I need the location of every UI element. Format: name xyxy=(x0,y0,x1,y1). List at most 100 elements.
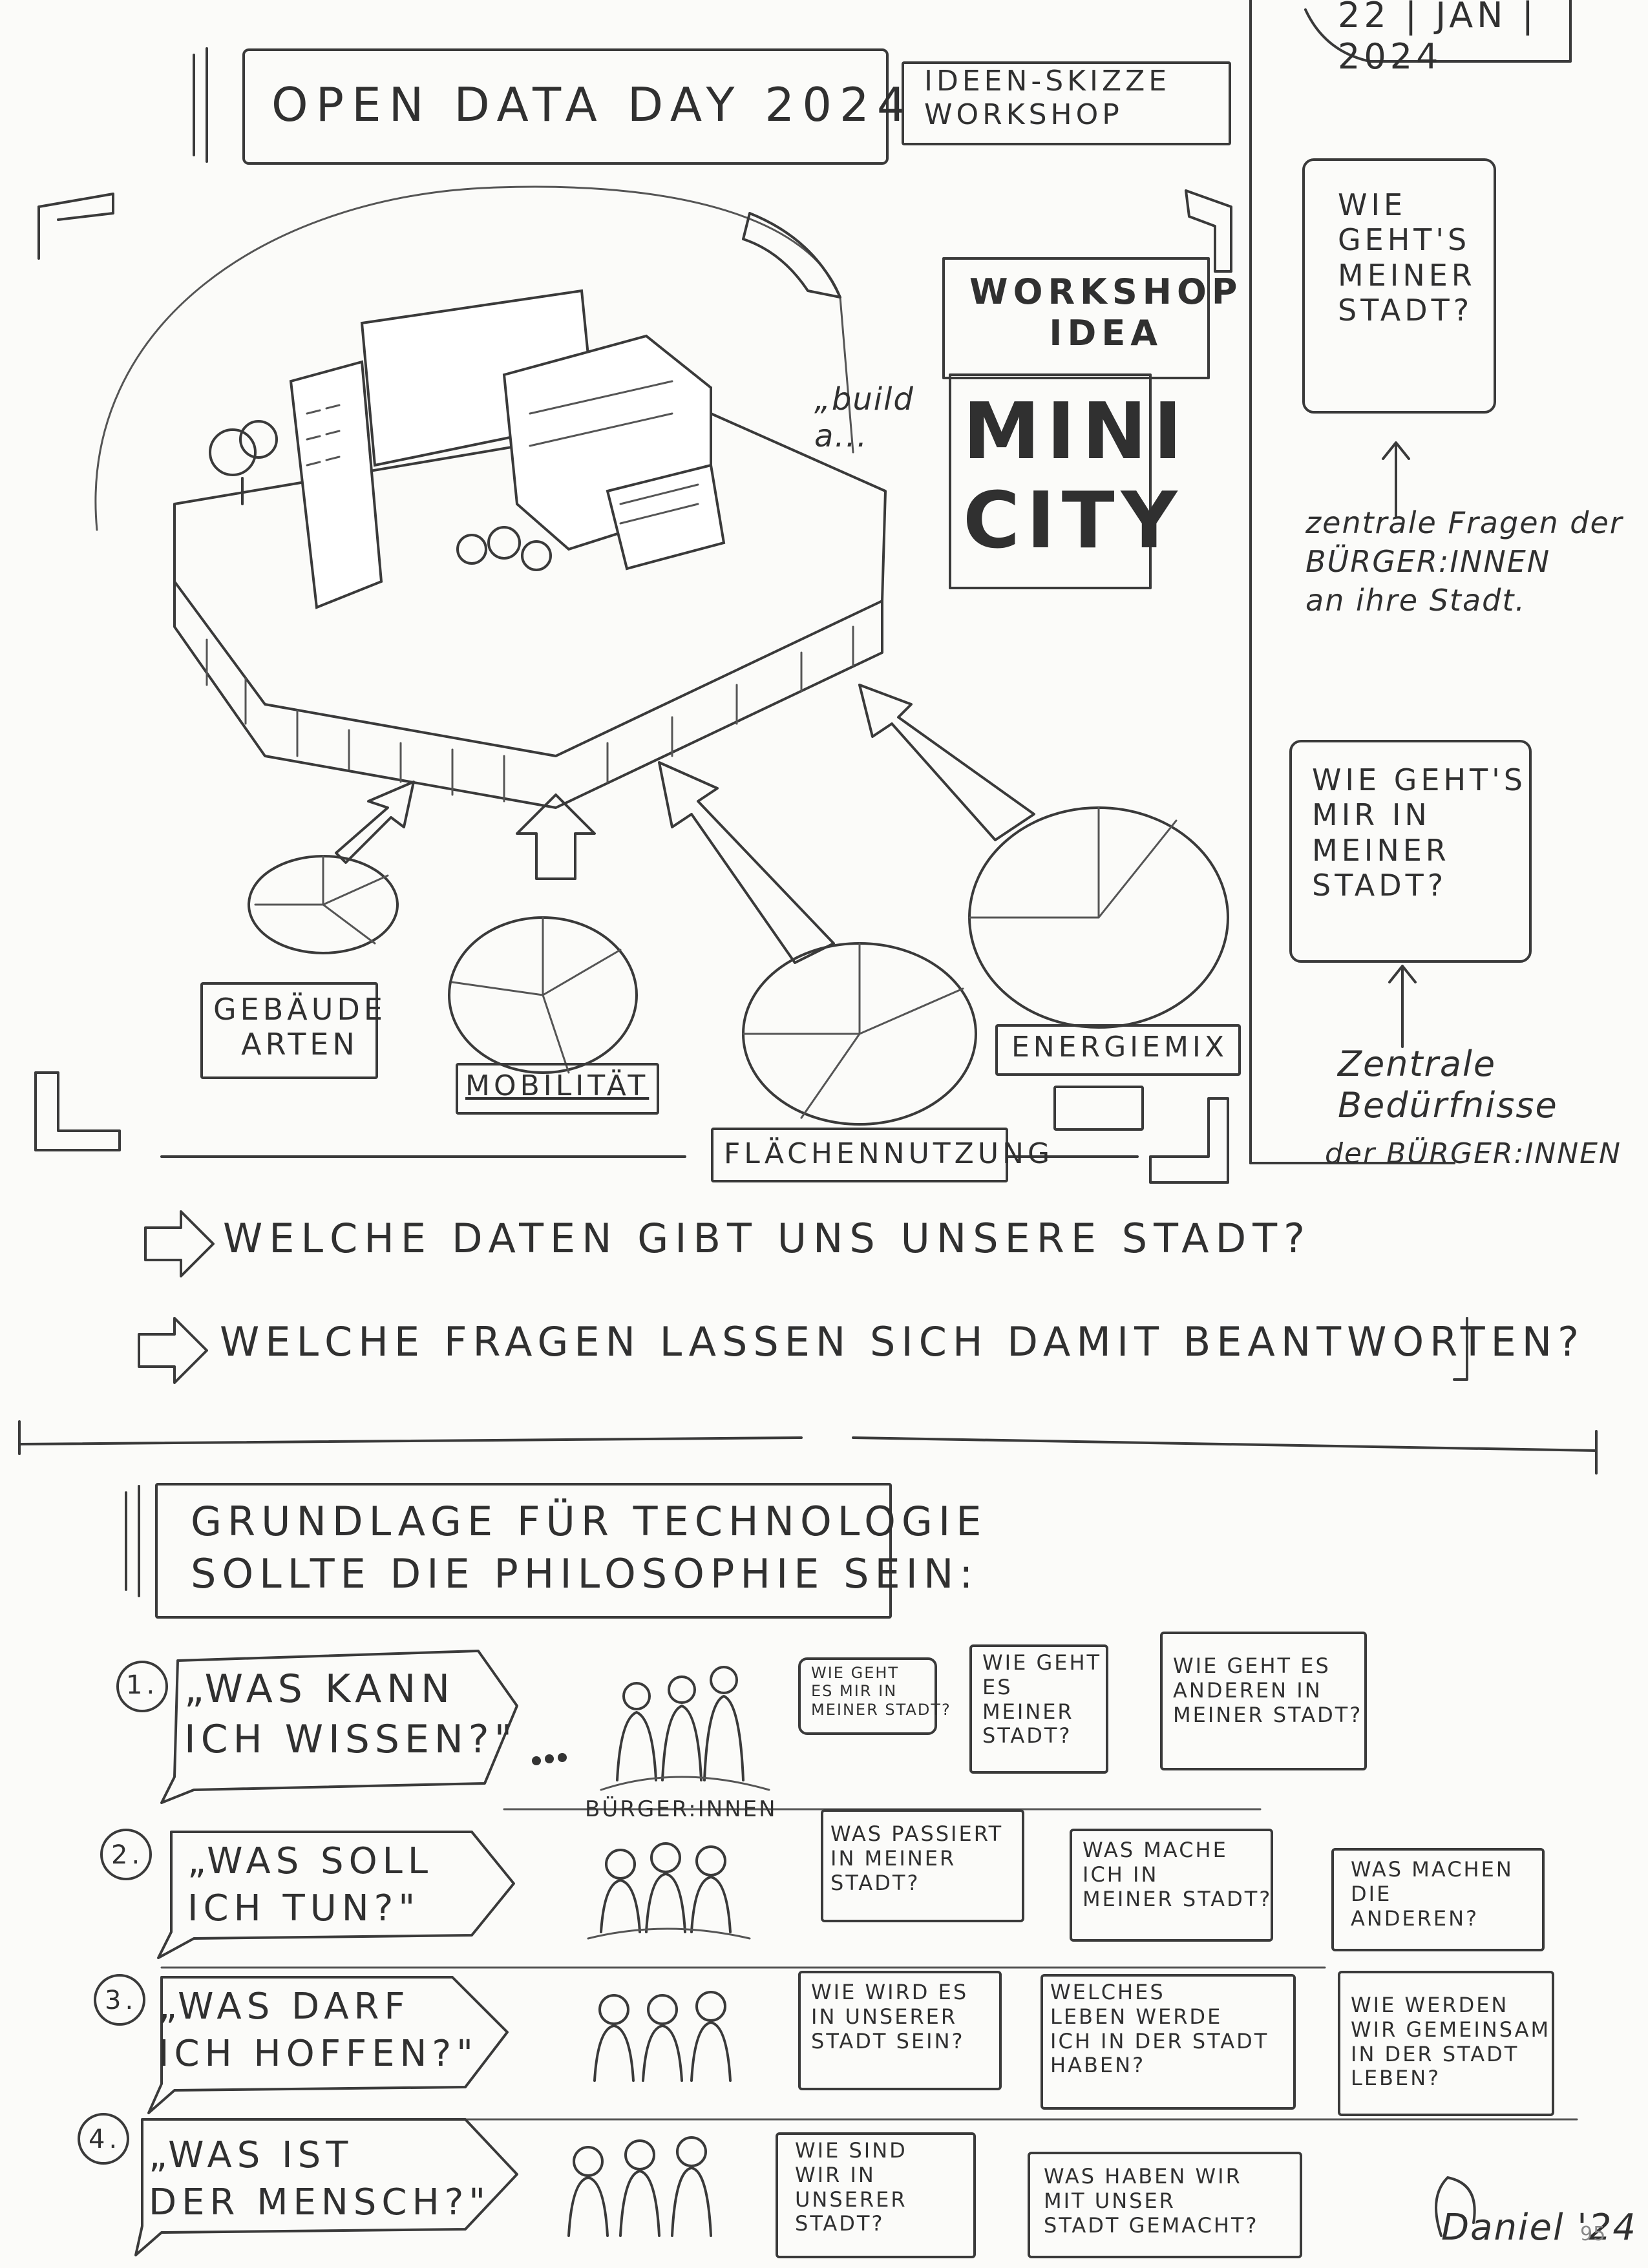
date-frame xyxy=(1304,0,1572,63)
row-question: „WAS SOLL ICH TUN?" xyxy=(187,1840,434,1929)
dot xyxy=(532,1756,541,1765)
speech-bubble xyxy=(1041,1974,1296,2110)
row-question: „WAS KANN ICH WISSEN?" xyxy=(184,1666,518,1762)
platform-top xyxy=(173,412,887,757)
bubble-text: WIE WERDEN WIR GEMEINSAM IN DER STADT LE… xyxy=(1351,1993,1551,2091)
speech-bubble-me xyxy=(1289,740,1532,963)
bubble-city-text: WIE GEHT'S MEINER STADT? xyxy=(1338,187,1476,328)
philosophy-title-box xyxy=(155,1483,892,1619)
pie-slices xyxy=(968,806,1178,919)
question-bracket xyxy=(1453,1317,1468,1381)
question-arrow xyxy=(138,1317,208,1384)
philosophy-title: GRUNDLAGE FÜR TECHNOLOGIE SOLLTE DIE PHI… xyxy=(191,1498,988,1597)
dome-outline xyxy=(94,185,854,531)
pie-label-mobility: MOBILITÄT xyxy=(465,1069,650,1102)
speech-bubble xyxy=(1028,2152,1302,2258)
bubble-text: WAS HABEN WIR MIT UNSER STADT GEMACHT? xyxy=(1044,2164,1259,2238)
dot xyxy=(545,1754,554,1763)
tree xyxy=(209,428,257,476)
note-central-needs-citizens: der BÜRGER:INNEN xyxy=(1325,1137,1622,1170)
row-number: 2. xyxy=(111,1840,144,1870)
title-bars xyxy=(193,47,208,163)
platform-side xyxy=(173,580,883,809)
pointer-arrow xyxy=(1388,965,1417,1048)
speech-bubble xyxy=(1331,1848,1545,1951)
row-number-circle xyxy=(94,1974,145,2026)
signature: Daniel '24 xyxy=(1441,2207,1637,2249)
pie-label-energy: ENERGIEMIX xyxy=(1011,1031,1229,1064)
workshop-idea: WORKSHOP IDEA xyxy=(969,271,1243,353)
label-box xyxy=(995,1024,1241,1076)
question-bubble xyxy=(147,1976,509,2114)
platform-hatching xyxy=(206,625,854,803)
people-group xyxy=(567,2136,712,2237)
speech-bubble xyxy=(776,2132,976,2258)
row-number-circle xyxy=(100,1829,152,1880)
note-central-needs: Zentrale Bedürfnisse xyxy=(1338,1044,1558,1126)
arrow-up xyxy=(858,684,1035,841)
bubble-text: WAS PASSIERT IN MEINER STADT? xyxy=(830,1822,1004,1895)
bubble-text: WIE GEHT ES ANDEREN IN MEINER STADT? xyxy=(1173,1654,1363,1727)
subtitle-box xyxy=(902,61,1231,145)
bubble-text: WIE GEHT ES MIR IN MEINER STADT? xyxy=(811,1664,951,1719)
building-tower xyxy=(289,360,383,609)
section-divider xyxy=(18,1436,1598,1452)
mini-city-label: MINI CITY xyxy=(963,387,1189,566)
question-bubble xyxy=(160,1650,518,1804)
dome-highlight xyxy=(742,212,841,299)
question-bubble xyxy=(134,2118,518,2256)
row-number: 1. xyxy=(126,1670,159,1700)
tree xyxy=(456,534,487,565)
date-label: 22 | JAN | 2024 xyxy=(1338,0,1537,77)
pie-slices xyxy=(254,855,389,945)
signature-mark xyxy=(1435,2176,1476,2237)
dot xyxy=(558,1753,567,1762)
people-group xyxy=(593,1991,732,2082)
bubble-text: WIE SIND WIR IN UNSERER STADT? xyxy=(795,2138,907,2236)
corner-bracket-bl xyxy=(34,1071,121,1151)
speech-bubble xyxy=(798,1657,937,1735)
label-box xyxy=(200,982,378,1079)
pie-label-land-use: FLÄCHENNUTZUNG xyxy=(724,1137,1054,1170)
row-number: 4. xyxy=(89,2125,121,2154)
people-label: BÜRGER:INNEN xyxy=(585,1796,777,1822)
corner-bracket-br xyxy=(1149,1097,1229,1184)
speech-bubble-city xyxy=(1302,158,1496,414)
pie-slices xyxy=(451,916,622,1074)
people-group xyxy=(587,1842,751,1940)
note-central-questions: zentrale Fragen der BÜRGER:INNEN an ihre… xyxy=(1305,505,1623,618)
bubble-text: WELCHES LEBEN WERDE ICH IN DER STADT HAB… xyxy=(1050,1980,1269,2078)
tree xyxy=(487,526,521,560)
subtitle: IDEEN-SKIZZE WORKSHOP xyxy=(924,65,1171,131)
title-box xyxy=(242,48,889,165)
bubble-text: WAS MACHE ICH IN MEINER STADT? xyxy=(1083,1838,1273,1911)
bubble-text: WIE WIRD ES IN UNSERER STADT SEIN? xyxy=(811,1980,969,2053)
page-title: OPEN DATA DAY 2024 xyxy=(271,78,914,132)
title-bars xyxy=(125,1485,140,1597)
pie-label-buildings: GEBÄUDE ARTEN xyxy=(213,992,386,1062)
arrow-up xyxy=(658,761,835,964)
corner-bracket-tr xyxy=(1185,189,1232,273)
row-number-circle xyxy=(78,2113,129,2165)
speech-bubble xyxy=(1160,1632,1367,1770)
speech-bubble xyxy=(969,1644,1108,1774)
question-bubble xyxy=(157,1831,515,1959)
row-question: „WAS DARF ICH HOFFEN?" xyxy=(158,1986,478,2075)
row-number: 3. xyxy=(105,1986,138,2015)
label-box xyxy=(711,1128,1008,1182)
speech-bubble xyxy=(798,1971,1002,2090)
pie-slices xyxy=(742,942,964,1119)
corner-bracket-tl xyxy=(37,193,114,260)
speech-bubble xyxy=(821,1809,1024,1922)
question-data: WELCHE DATEN GIBT UNS UNSERE STADT? xyxy=(223,1215,1312,1262)
question-answers: WELCHE FRAGEN LASSEN SICH DAMIT BEANTWOR… xyxy=(220,1318,1585,1365)
build-a-label: „build a... xyxy=(814,381,914,454)
bubble-text: WAS MACHEN DIE ANDEREN? xyxy=(1351,1857,1514,1931)
divider-ends xyxy=(18,1420,1598,1475)
speech-bubble xyxy=(1338,1971,1554,2116)
arrow-up xyxy=(516,793,596,880)
more-dots-box xyxy=(1053,1086,1144,1131)
row-question: „WAS IST DER MENSCH?" xyxy=(149,2134,491,2223)
tree xyxy=(239,420,278,459)
